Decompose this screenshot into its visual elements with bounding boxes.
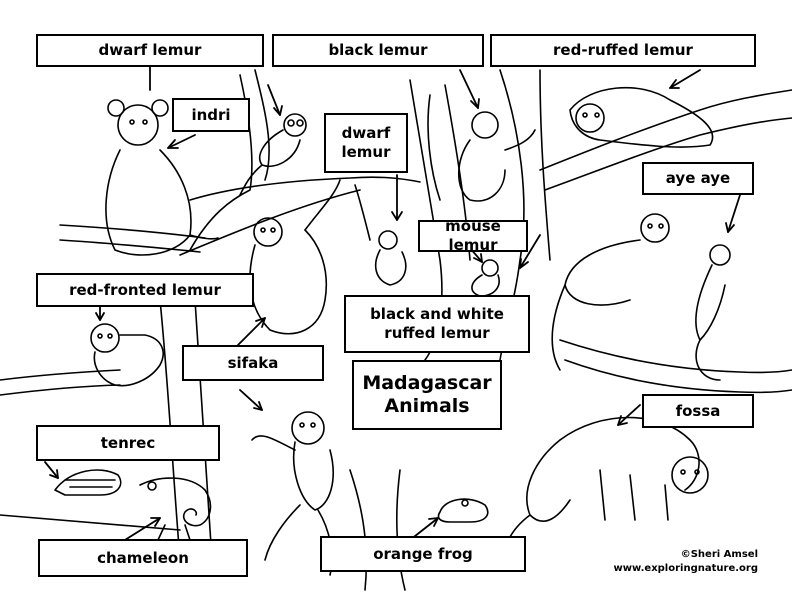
label-aye-aye-text: aye aye (665, 169, 731, 187)
label-sifaka-text: sifaka (227, 353, 279, 372)
label-indri-text: indri (191, 105, 231, 124)
credit-website: www.exploringnature.org (613, 563, 758, 574)
dwarf-lemur-top-drawing (239, 113, 307, 196)
mouse-lemur-drawing (471, 259, 500, 297)
credit-author: ©Sheri Amsel (680, 549, 758, 560)
label-fossa-text: fossa (675, 401, 721, 420)
label-aye-aye: aye aye (642, 162, 754, 195)
dwarf-lemur-middle-drawing (374, 230, 407, 286)
label-tenrec: tenrec (36, 425, 220, 461)
label-chameleon: chameleon (38, 539, 248, 577)
page-title-text: Madagascar Animals (362, 372, 492, 417)
label-orange-frog: orange frog (320, 536, 526, 572)
label-black-lemur: black lemur (272, 34, 484, 67)
aye-aye-drawing (551, 213, 731, 381)
label-black-and-white-ruffed-lemur: black and white ruffed lemur (344, 295, 530, 353)
tenrec-drawing (54, 469, 122, 496)
label-mouse-lemur: mouse lemur (418, 217, 528, 254)
indri-drawing (105, 99, 219, 256)
label-chameleon-text: chameleon (97, 548, 189, 567)
chameleon-drawing (139, 477, 212, 541)
label-orange-frog-text: orange frog (373, 544, 473, 563)
label-mouse-lemur-text: mouse lemur (445, 217, 501, 254)
label-red-fronted-lemur: red-fronted lemur (36, 273, 254, 307)
pointer-arrows (44, 65, 741, 541)
label-sifaka: sifaka (182, 345, 324, 381)
label-red-ruffed-lemur-text: red-ruffed lemur (553, 41, 693, 59)
label-indri: indri (172, 98, 250, 132)
label-tenrec-text: tenrec (100, 433, 156, 452)
label-fossa: fossa (642, 394, 754, 428)
label-black-lemur-text: black lemur (328, 41, 428, 59)
label-red-fronted-lemur-text: red-fronted lemur (69, 280, 221, 299)
label-dwarf-lemur-top: dwarf lemur (36, 34, 264, 67)
black-lemur-drawing (427, 94, 536, 202)
red-fronted-lemur-drawing (90, 323, 164, 387)
page-title: Madagascar Animals (352, 360, 502, 430)
red-ruffed-lemur-drawing (569, 86, 714, 148)
label-dwarf-lemur-middle: dwarf lemur (324, 113, 408, 173)
label-dwarf-lemur-top-text: dwarf lemur (98, 41, 202, 59)
label-dwarf-lemur-middle-text: dwarf lemur (341, 124, 391, 161)
label-black-and-white-ruffed-lemur-text: black and white ruffed lemur (370, 305, 504, 342)
orange-frog-drawing (437, 498, 489, 523)
label-red-ruffed-lemur: red-ruffed lemur (490, 34, 756, 67)
credit: ©Sheri Amsel www.exploringnature.org (614, 548, 758, 576)
